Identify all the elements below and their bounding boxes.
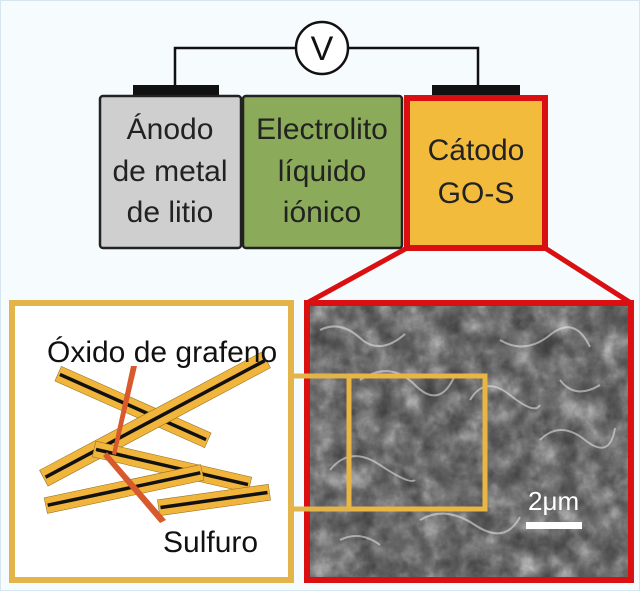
voltmeter-icon bbox=[294, 20, 350, 76]
anode-box bbox=[98, 94, 243, 250]
electrolyte-label-line-1: Electrolito bbox=[256, 113, 388, 146]
voltmeter-symbol: V bbox=[311, 30, 334, 68]
wire-left bbox=[173, 46, 296, 88]
sulfur-label: Sulfuro bbox=[163, 526, 258, 559]
cathode-label-line-2: GO-S bbox=[438, 177, 515, 210]
cathode-label-line-1: Cátodo bbox=[428, 134, 525, 167]
anode-terminal bbox=[133, 85, 219, 96]
electrolyte-label-line-2: líquido bbox=[278, 155, 366, 188]
electrolyte-box bbox=[241, 94, 404, 250]
zoom-line-left bbox=[305, 245, 409, 306]
wire-right bbox=[348, 46, 480, 88]
cathode-terminal bbox=[432, 85, 520, 96]
graphene-pointer bbox=[112, 366, 137, 455]
zoom-line-right bbox=[543, 245, 633, 306]
micrograph-border bbox=[304, 300, 634, 583]
sem-micrograph: 2μm bbox=[304, 300, 634, 583]
graphene-sheets bbox=[39, 351, 271, 516]
scale-bar-label: 2μm bbox=[528, 486, 579, 516]
graphene-oxide-label: Óxido de grafeno bbox=[47, 336, 277, 369]
cathode-box bbox=[404, 95, 548, 251]
anode-label-line-2: de metal bbox=[112, 155, 227, 188]
inset-panel bbox=[9, 300, 294, 583]
anode-label-line-1: Ánodo bbox=[127, 113, 214, 146]
magnified-region bbox=[346, 373, 488, 512]
scale-bar bbox=[526, 522, 582, 529]
sulfur-pointer bbox=[103, 452, 166, 523]
electrolyte-label-line-3: iónico bbox=[283, 196, 361, 229]
anode-label-line-3: de litio bbox=[127, 196, 214, 229]
